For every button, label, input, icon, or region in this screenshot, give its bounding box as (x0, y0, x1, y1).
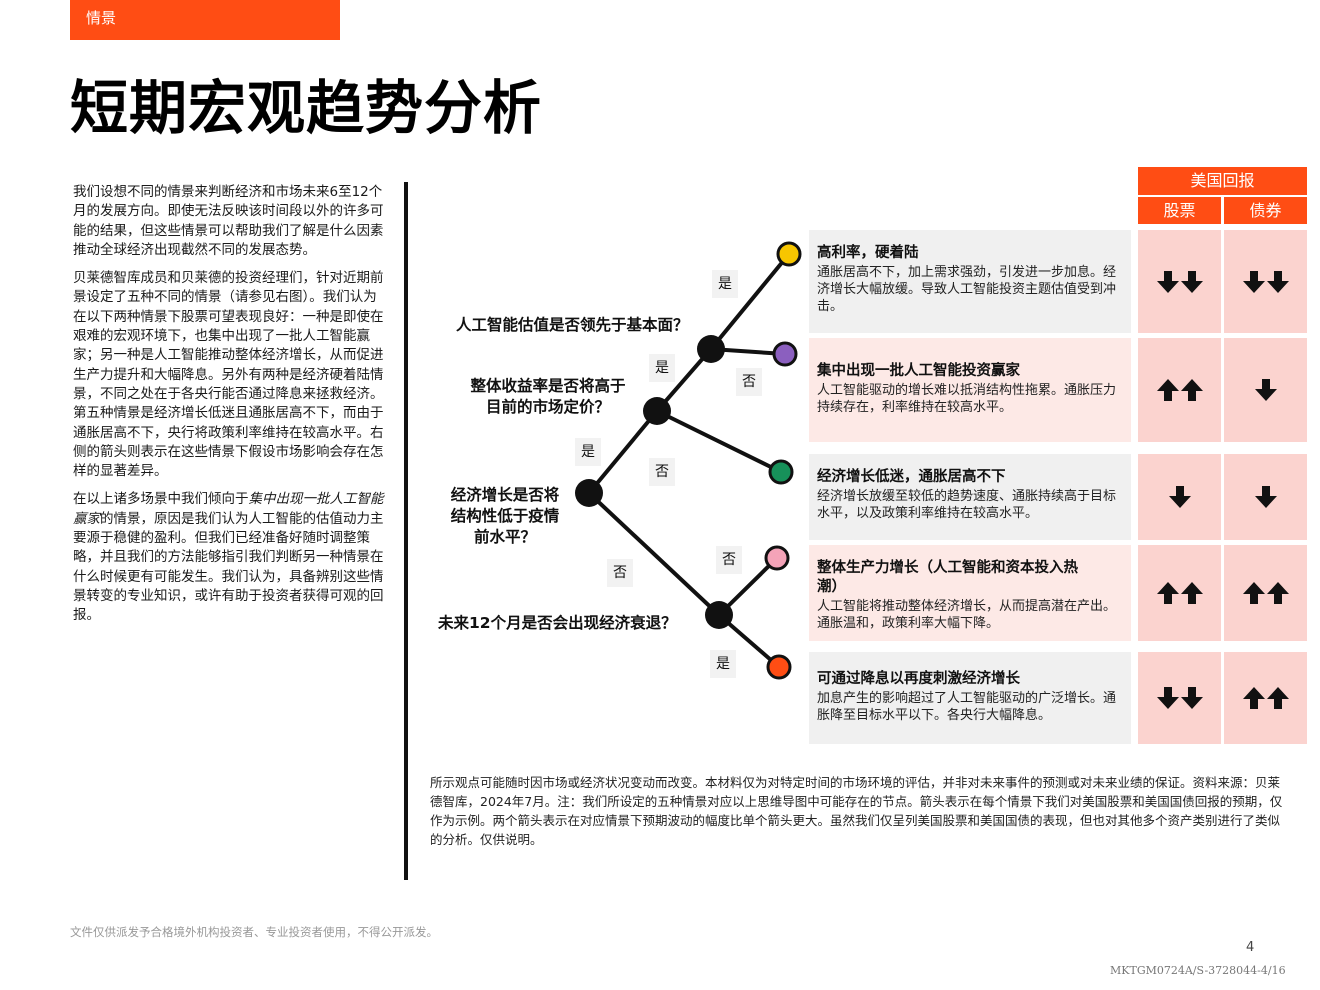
arrow-down-icon (1156, 270, 1179, 293)
question-yield: 整体收益率是否将高于 目前的市场定价？ (456, 376, 640, 418)
scenario-5: 可通过降息以再度刺激经济增长 加息产生的影响超过了人工智能驱动的广泛增长。通胀降… (809, 652, 1131, 744)
cell-bonds-5 (1224, 652, 1307, 744)
question-recession: 未来12个月是否会出现经济衰退？ (438, 614, 677, 632)
scenario-5-desc: 加息产生的影响超过了人工智能驱动的广泛增长。通胀降至目标水平以下。各央行大幅降息… (817, 691, 1117, 723)
cell-stocks-2 (1138, 338, 1221, 442)
arrow-down-icon (1180, 687, 1203, 709)
arrow-down-icon (1254, 379, 1277, 401)
cell-stocks-1 (1138, 230, 1221, 333)
page-number: 4 (1246, 940, 1255, 955)
arrow-up-icon (1242, 687, 1265, 709)
question-growth: 经济增长是否将 结构性低于疫情 前水平？ (438, 485, 572, 548)
label-yes-ai: 是 (712, 270, 738, 298)
scenario-4-title-line-1: 整体生产力增长（人工智能和资本投入热 (817, 560, 1078, 576)
scenario-2-desc: 人工智能驱动的增长难以抵消结构性拖累。通胀压力持续存在，利率维持在较高水平。 (817, 383, 1117, 415)
scenario-3: 经济增长低迷，通胀居高不下 经济增长放缓至较低的趋势速度、通胀持续高于目标水平，… (809, 454, 1131, 540)
arrow-up-icon (1156, 379, 1179, 401)
tree-node-recession (705, 601, 733, 629)
arrow-down-icon (1254, 486, 1277, 508)
arrow-down-icon (1242, 270, 1265, 293)
scenario-3-title: 经济增长低迷，通胀居高不下 (817, 469, 1006, 485)
label-no-yield: 否 (649, 458, 675, 486)
returns-header-title: 美国回报 (1138, 167, 1307, 195)
tree-edge-root-yield (587, 409, 659, 495)
arrow-down-icon (1266, 270, 1289, 293)
arrow-up-icon (1156, 582, 1179, 604)
label-no-ai: 否 (736, 368, 762, 396)
scenario-1: 高利率，硬着陆 通胀居高不下，加上需求强劲，引发进一步加息。经济增长大幅放缓。导… (809, 230, 1131, 333)
intro-p3-after: 的情景，原因是我们认为人工智能的估值动力主要源于稳健的盈利。但我们已经准备好随时… (73, 510, 384, 624)
cell-stocks-5 (1138, 652, 1221, 744)
question-ai-valuation: 人工智能估值是否领先于基本面？ (456, 316, 689, 334)
scenario-2: 集中出现一批人工智能投资赢家 人工智能驱动的增长难以抵消结构性拖累。通胀压力持续… (809, 338, 1131, 442)
tree-edge-ai-yellow (709, 252, 791, 351)
arrow-up-icon (1180, 582, 1203, 604)
disclaimer: 文件仅供派发予合格境外机构投资者、专业投资者使用，不得公开派发。 (70, 925, 438, 939)
scenario-dot-2 (772, 341, 798, 367)
label-yes-growth: 是 (575, 438, 601, 466)
label-yes-recession: 是 (710, 650, 736, 678)
scenario-dot-3 (768, 459, 794, 485)
scenario-dot-5 (766, 654, 792, 680)
intro-p3-before: 在以上诸多场景中我们倾向于 (73, 491, 249, 508)
arrow-down-icon (1156, 687, 1179, 709)
arrow-up-icon (1242, 582, 1265, 604)
arrow-down-icon (1168, 486, 1191, 508)
tree-node-yield (643, 397, 671, 425)
intro-paragraph-2: 贝莱德智库成员和贝莱德的投资经理们，针对近期前景设定了五种不同的情景（请参见右图… (73, 270, 384, 480)
label-no-recession: 否 (716, 546, 742, 574)
question-growth-line-1: 经济增长是否将 (450, 486, 560, 504)
tree-node-root (575, 479, 603, 507)
section-tag: 情景 (70, 0, 340, 40)
cell-bonds-3 (1224, 454, 1307, 540)
cell-stocks-3 (1138, 454, 1221, 540)
scenario-4: 整体生产力增长（人工智能和资本投入热 潮） 人工智能将推动整体经济增长，从而提高… (809, 545, 1131, 641)
arrow-down-icon (1180, 270, 1203, 293)
intro-paragraph-1: 我们设想不同的情景来判断经济和市场未来6至12个月的发展方向。即使无法反映该时间… (73, 184, 384, 258)
question-yield-line-1: 整体收益率是否将高于 (470, 377, 626, 395)
intro-paragraph-3: 在以上诸多场景中我们倾向于集中出现一批人工智能赢家的情景，原因是我们认为人工智能… (73, 490, 385, 625)
scenario-3-desc: 经济增长放缓至较低的趋势速度、通胀持续高于目标水平，以及政策利率维持在较高水平。 (817, 489, 1117, 521)
page-title: 短期宏观趋势分析 (70, 74, 543, 142)
tree-edge-yield-green (655, 409, 783, 474)
cell-bonds-4 (1224, 545, 1307, 641)
arrow-up-icon (1266, 687, 1289, 709)
cell-bonds-1 (1224, 230, 1307, 333)
scenario-1-title: 高利率，硬着陆 (817, 245, 919, 261)
tree-edge-root-recession (587, 491, 721, 617)
scenario-4-title-line-2: 潮） (817, 579, 846, 595)
returns-header-bonds: 债券 (1224, 197, 1307, 224)
scenario-4-desc: 人工智能将推动整体经济增长，从而提高潜在产出。通胀温和，政策利率大幅下降。 (817, 599, 1117, 631)
intro-text: 我们设想不同的情景来判断经济和市场未来6至12个月的发展方向。即使无法反映该时间… (73, 183, 385, 635)
label-yes-yield: 是 (649, 354, 675, 382)
footnote: 所示观点可能随时因市场或经济状况变动而改变。本材料仅为对特定时间的市场环境的评估… (430, 775, 1283, 847)
scenario-4-title: 整体生产力增长（人工智能和资本投入热 潮） (817, 559, 1123, 597)
intro-p3-emphasis: 集中出现一批人工智能赢家 (73, 491, 384, 527)
cell-bonds-2 (1224, 338, 1307, 442)
tree-node-ai (697, 335, 725, 363)
cell-stocks-4 (1138, 545, 1221, 641)
question-yield-line-2: 目前的市场定价？ (485, 398, 610, 416)
question-growth-line-2: 结构性低于疫情 (450, 507, 560, 525)
label-no-growth: 否 (607, 559, 633, 587)
scenario-dot-4 (764, 545, 790, 571)
scenario-2-title: 集中出现一批人工智能投资赢家 (817, 363, 1020, 379)
scenario-dot-1 (776, 241, 802, 267)
returns-header-stocks: 股票 (1138, 197, 1221, 224)
scenario-5-title: 可通过降息以再度刺激经济增长 (817, 671, 1020, 687)
arrow-up-icon (1180, 379, 1203, 401)
document-code: MKTGM0724A/S-3728044-4/16 (1110, 964, 1286, 977)
question-growth-line-3: 前水平？ (473, 528, 536, 546)
scenario-1-desc: 通胀居高不下，加上需求强劲，引发进一步加息。经济增长大幅放缓。导致人工智能投资主… (817, 265, 1117, 314)
vertical-divider (404, 182, 408, 880)
arrow-up-icon (1266, 582, 1289, 604)
